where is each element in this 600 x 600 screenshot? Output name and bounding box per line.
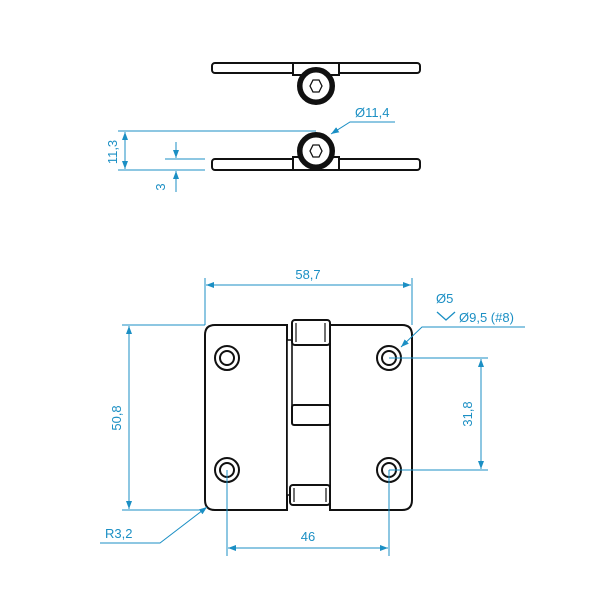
dimension-corner-radius: R3,2 bbox=[100, 506, 208, 544]
top-view-closed bbox=[211, 132, 421, 171]
hex-socket-icon bbox=[309, 144, 323, 158]
countersink-icon bbox=[436, 311, 456, 321]
dimension-label: 58,7 bbox=[295, 267, 320, 282]
dimension-barrel-diameter: Ø11,4 bbox=[330, 105, 395, 135]
mounting-hole bbox=[214, 345, 240, 371]
dimension-label: 50,8 bbox=[109, 405, 124, 430]
dimension-label: R3,2 bbox=[105, 526, 132, 541]
hinge-front-view bbox=[204, 319, 413, 511]
dimension-height: 50,8 bbox=[109, 324, 205, 511]
dimension-label: 46 bbox=[301, 529, 315, 544]
dimension-label: 31,8 bbox=[460, 401, 475, 426]
dimension-hole-spacing-horizontal: 46 bbox=[226, 470, 390, 556]
dimension-label: Ø9,5 (#8) bbox=[459, 310, 514, 325]
dimension-label: 3 bbox=[153, 183, 168, 190]
dimension-total-thickness: 11,3 bbox=[105, 130, 316, 171]
dimension-width: 58,7 bbox=[204, 267, 413, 325]
dimension-label: Ø11,4 bbox=[355, 105, 389, 120]
dimension-leaf-thickness: 3 bbox=[153, 142, 205, 192]
hex-socket-icon bbox=[309, 79, 323, 93]
dimension-hole-spacing-vertical: 31,8 bbox=[389, 357, 488, 471]
dimension-label: 11,3 bbox=[105, 140, 120, 164]
top-view-open bbox=[211, 62, 421, 105]
dimension-hole-callout: Ø5 Ø9,5 (#8) bbox=[400, 291, 525, 348]
dimension-label: Ø5 bbox=[436, 291, 453, 306]
